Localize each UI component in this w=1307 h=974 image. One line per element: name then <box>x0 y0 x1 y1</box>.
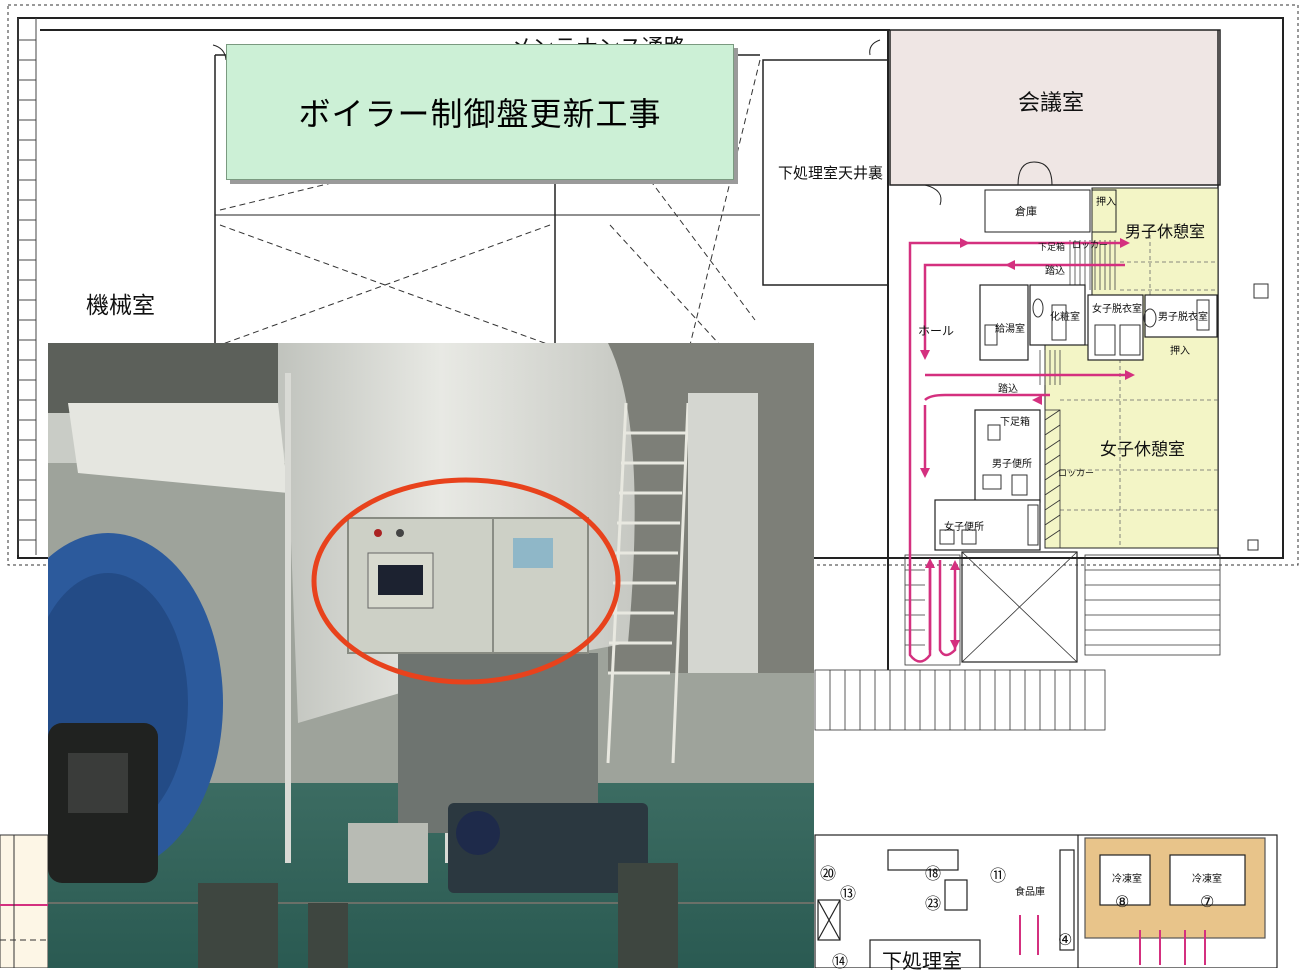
number-7: ⑦ <box>1200 892 1215 911</box>
male-dressing-room-label: 男子脱衣室 <box>1158 312 1208 323</box>
boiler-photo <box>48 343 814 968</box>
number-20: ⑳ <box>820 864 837 883</box>
closet-label-1: 押入 <box>1096 197 1116 208</box>
number-23: ㉓ <box>925 894 942 913</box>
female-rest-room-label: 女子休憩室 <box>1100 440 1185 460</box>
project-title: ボイラー制御盤更新工事 <box>298 95 662 133</box>
closet-label-2: 押入 <box>1170 346 1190 357</box>
number-14: ⑭ <box>832 952 849 971</box>
meeting-room-label: 会議室 <box>1018 91 1085 116</box>
male-rest-room-label: 男子休憩室 <box>1125 222 1206 241</box>
food-storage-label: 食品庫 <box>1015 887 1045 898</box>
highlight-circle <box>311 477 621 685</box>
locker-label-2: ロッカー <box>1058 469 1095 479</box>
number-11: ⑪ <box>990 866 1007 885</box>
powder-room-label: 化粧室 <box>1050 312 1080 323</box>
shoe-box-label-1: 下足箱 <box>1038 243 1066 253</box>
number-13: ⑬ <box>840 884 857 903</box>
shoe-box-label-2: 下足箱 <box>1000 417 1030 428</box>
number-4: ④ <box>1058 930 1073 949</box>
male-toilet-label: 男子便所 <box>992 459 1032 470</box>
storage-label: 倉庫 <box>1015 205 1037 218</box>
kitchenette-label: 給湯室 <box>995 324 1025 335</box>
prep-room-ceiling-label: 下処理室天井裏 <box>778 164 884 182</box>
step-label-2: 踏込 <box>998 384 1018 395</box>
freezer-label-1: 冷凍室 <box>1112 874 1142 885</box>
female-dressing-room-label: 女子脱衣室 <box>1092 304 1142 315</box>
female-toilet-label: 女子便所 <box>944 522 984 533</box>
project-title-box: ボイラー制御盤更新工事 <box>226 44 734 180</box>
step-label-1: 踏込 <box>1045 266 1065 277</box>
prep-room-label: 下処理室 <box>882 949 962 973</box>
locker-label-1: ロッカー <box>1072 241 1109 251</box>
hall-label: ホール <box>918 324 955 338</box>
machine-room-label: 機械室 <box>86 293 155 319</box>
boiler-photo-illustration <box>48 343 814 968</box>
freezer-label-2: 冷凍室 <box>1192 874 1222 885</box>
number-8: ⑧ <box>1115 892 1130 911</box>
number-18: ⑱ <box>925 864 942 883</box>
